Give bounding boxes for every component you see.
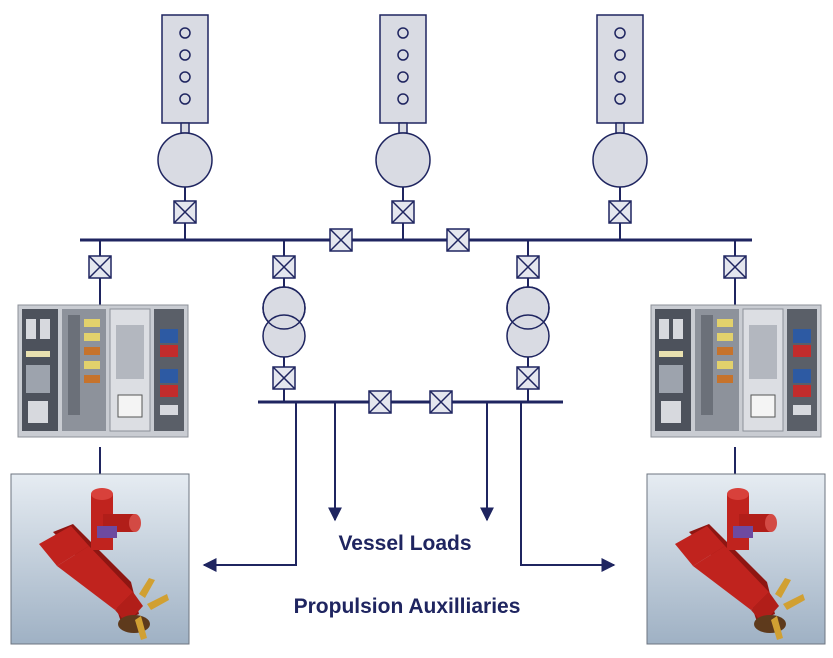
feeder-breaker-right [723, 255, 747, 279]
generator-set-3 [592, 14, 648, 215]
lv-bus-tie-breaker-1 [368, 390, 392, 414]
generator-set-1 [157, 14, 213, 215]
generator-breaker-2 [391, 200, 415, 224]
drive-cabinet-left [17, 304, 189, 438]
generator-set-2 [375, 14, 431, 215]
thruster-left [10, 473, 190, 645]
feeder-breaker-left [88, 255, 112, 279]
transformer-right [506, 286, 550, 358]
transformer-left [262, 286, 306, 358]
propulsion-auxiliaries-label: Propulsion Auxilliaries [293, 595, 521, 618]
bus-tie-breaker-2 [446, 228, 470, 252]
drive-cabinet-right [650, 304, 822, 438]
transformer-breaker-left [272, 255, 296, 279]
generator-breaker-1 [173, 200, 197, 224]
transformer-breaker-right [516, 255, 540, 279]
vessel-loads-label: Vessel Loads [338, 532, 472, 555]
thruster-right [646, 473, 826, 645]
propulsion-aux-arrow-right [520, 402, 616, 572]
lv-bus-tie-breaker-2 [429, 390, 453, 414]
propulsion-aux-arrow-left [202, 402, 297, 572]
bus-tie-breaker-1 [329, 228, 353, 252]
transformer-secondary-breaker-left [272, 366, 296, 390]
transformer-secondary-breaker-right [516, 366, 540, 390]
generator-breaker-3 [608, 200, 632, 224]
